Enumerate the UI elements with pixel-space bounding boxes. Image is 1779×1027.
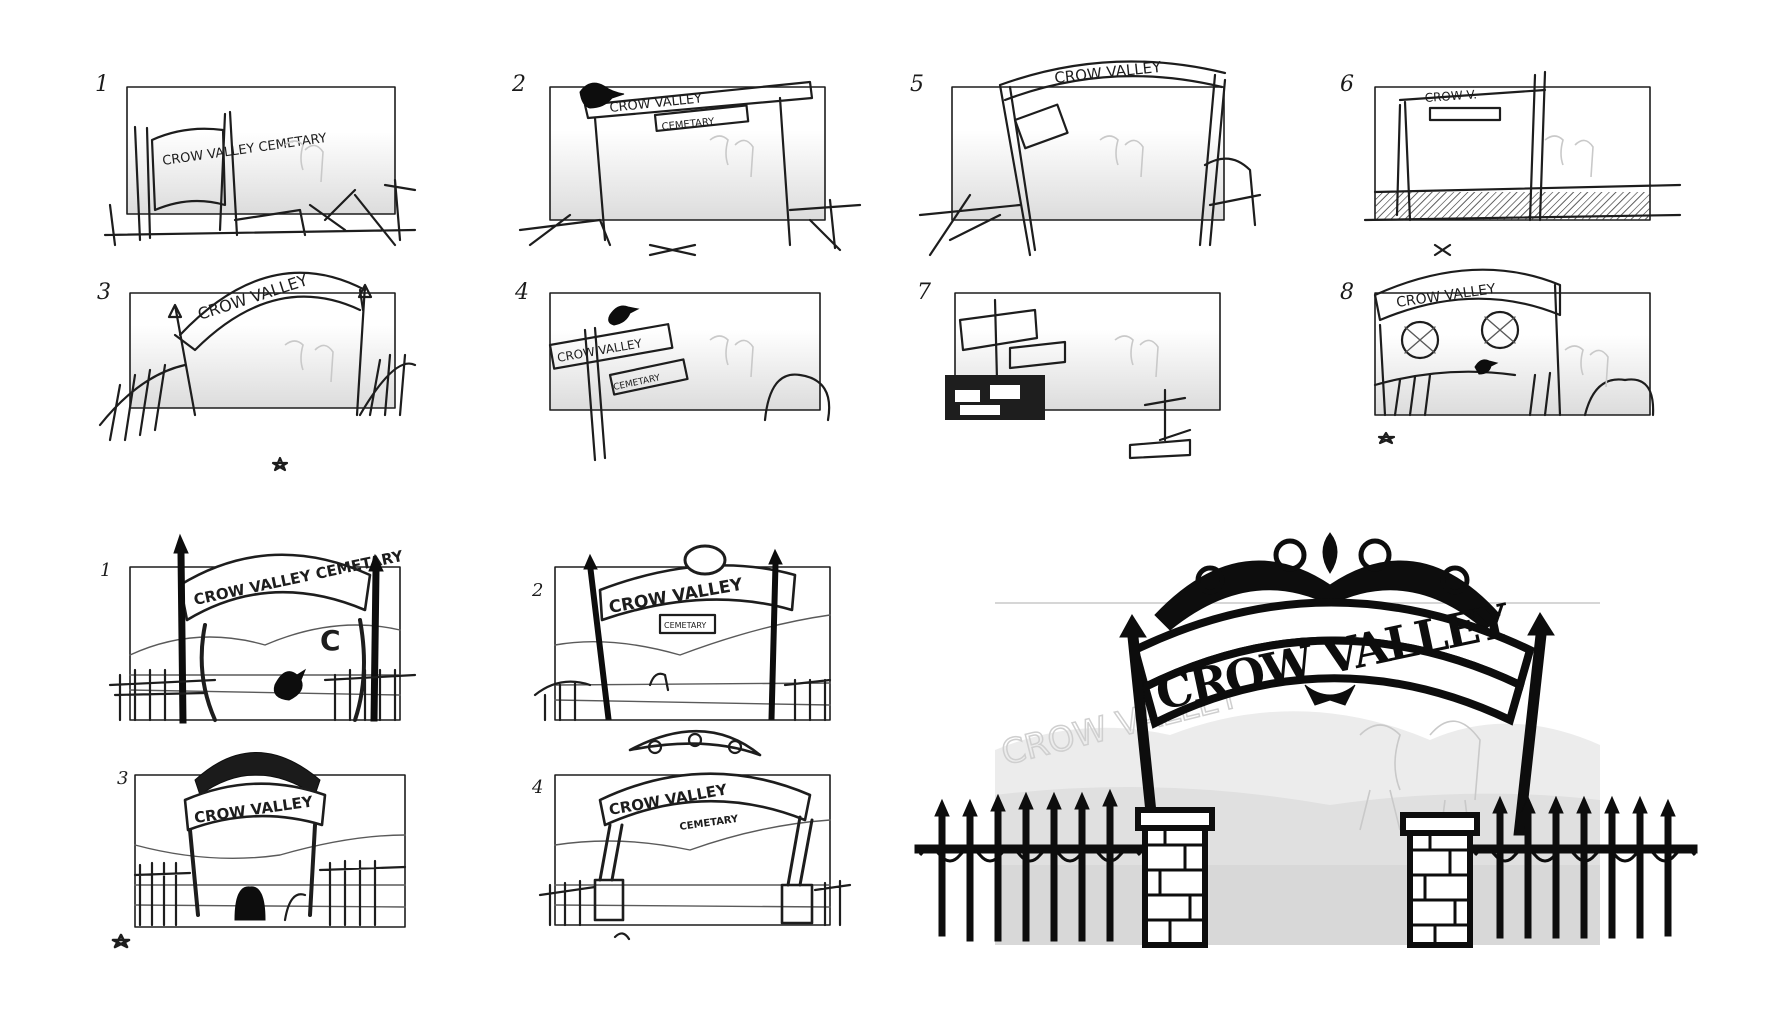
thumbnail-number: 3 <box>117 768 129 789</box>
refined-thumbnail-2: 2 CROW VALLEY CEMETARY <box>530 535 860 725</box>
thumbnail-number: 1 <box>100 560 112 581</box>
thumbnail-number: 5 <box>910 72 924 97</box>
sub-sign-text: CEMETARY <box>664 621 706 630</box>
sign-text: CROW VALLEY <box>1395 281 1497 311</box>
sub-sign-text: CEMETARY <box>679 814 740 833</box>
rough-thumbnail-2: 2 CROW VALLEY CEMETARY <box>510 70 875 260</box>
right-fence <box>1471 795 1698 939</box>
right-gate-spear <box>1513 612 1555 836</box>
final-gate-design: CROW VALLEY CROW VALLEY <box>910 532 1710 950</box>
thumbnail-number: 2 <box>512 72 526 97</box>
rough-thumbnail-3: 3 CROW VALLEY <box>95 265 425 490</box>
refined-thumbnail-3: 3 CROW VALLEY <box>110 735 430 949</box>
thumbnail-number: 6 <box>1340 72 1354 97</box>
sign-text: CROW V. <box>1424 87 1477 105</box>
rough-thumbnail-6: 6 CROW V. <box>1335 70 1695 265</box>
marker-letter: C <box>320 624 341 657</box>
thumbnail-number: 4 <box>515 280 529 305</box>
left-brick-pillar <box>1135 807 1215 948</box>
gate-crest <box>1154 532 1501 706</box>
rough-thumbnail-8: 8 CROW VALLEY <box>1335 265 1695 485</box>
rough-thumbnail-7: 7 <box>915 280 1260 480</box>
refined-thumbnail-4: 4 CROW VALLEY CEMETARY <box>530 725 860 950</box>
thumbnail-number: 1 <box>95 72 109 97</box>
rough-thumbnail-5: 5 CROW VALLEY <box>910 55 1270 270</box>
thumbnail-number: 2 <box>532 580 544 601</box>
right-brick-pillar <box>1400 812 1480 948</box>
left-fence <box>914 788 1144 942</box>
thumbnail-number: 7 <box>917 280 931 305</box>
thumbnail-number: 4 <box>532 777 544 798</box>
thumbnail-number: 3 <box>97 280 111 305</box>
refined-thumbnail-1: 1 CROW VALLEY CEMETARY C <box>95 533 425 725</box>
rough-thumbnail-1: 1 CROW VALLEY CEMETARY <box>95 70 425 250</box>
thumbnail-number: 8 <box>1340 280 1354 305</box>
rough-thumbnail-4: 4 CROW VALLEY CEMETARY <box>510 280 855 465</box>
